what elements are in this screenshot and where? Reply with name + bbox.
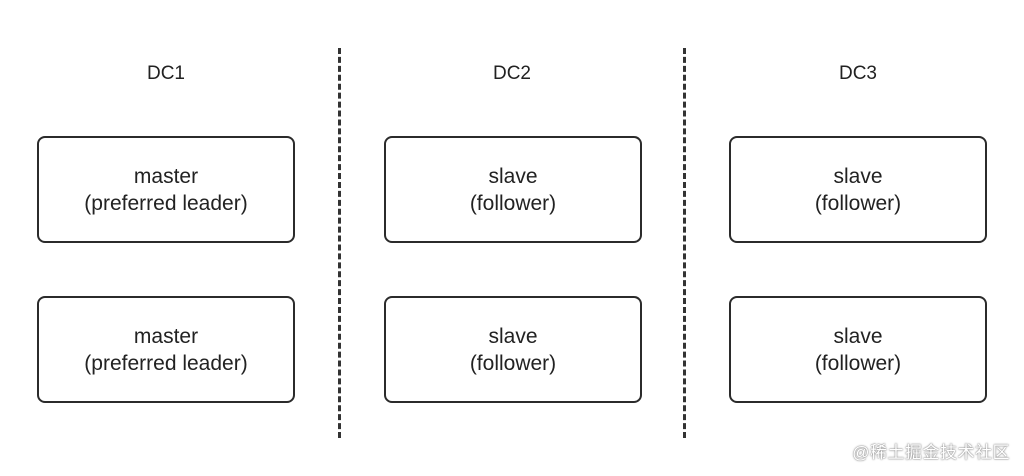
- node-detail: (preferred leader): [84, 351, 248, 375]
- dc2-node-2: slave (follower): [384, 296, 642, 403]
- dc1-label: DC1: [146, 63, 185, 84]
- dc3-node-2: slave (follower): [729, 296, 987, 403]
- dc-divider-2: [683, 48, 686, 438]
- dc2-label: DC2: [492, 63, 531, 84]
- node-detail: (follower): [469, 351, 557, 375]
- node-role: slave: [488, 324, 538, 348]
- node-detail: (follower): [814, 351, 902, 375]
- node-detail: (follower): [814, 191, 902, 215]
- node-role: slave: [833, 164, 883, 188]
- dc2-node-1: slave (follower): [384, 136, 642, 243]
- dc3-label: DC3: [838, 63, 877, 84]
- node-role: master: [133, 324, 199, 348]
- node-role: slave: [488, 164, 538, 188]
- node-detail: (follower): [469, 191, 557, 215]
- dc1-node-1: master (preferred leader): [37, 136, 295, 243]
- dc3-node-1: slave (follower): [729, 136, 987, 243]
- dc1-node-2: master (preferred leader): [37, 296, 295, 403]
- node-role: master: [133, 164, 199, 188]
- watermark: @稀土掘金技术社区: [852, 443, 1010, 462]
- node-role: slave: [833, 324, 883, 348]
- node-detail: (preferred leader): [84, 191, 248, 215]
- dc-divider-1: [338, 48, 341, 438]
